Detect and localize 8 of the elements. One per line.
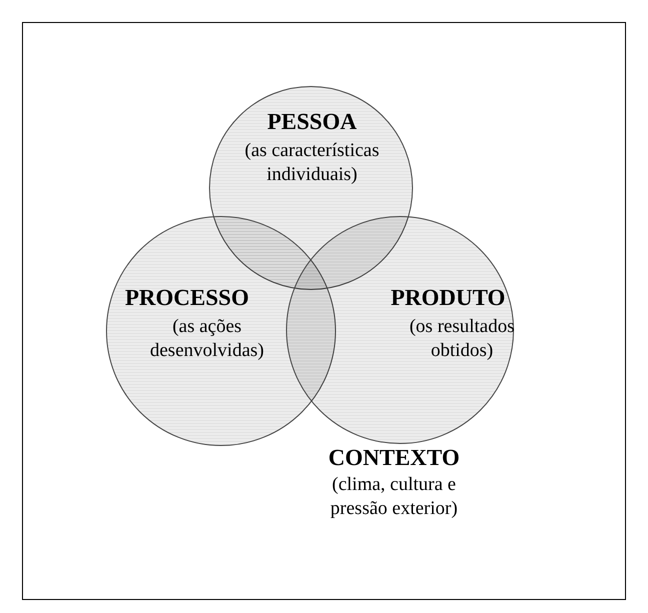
- context-description: (clima, cultura e pressão exterior): [329, 473, 459, 521]
- context-frame: [22, 22, 626, 600]
- circle-description: (as características individuais): [244, 139, 380, 187]
- circle-heading: PESSOA: [266, 109, 358, 135]
- circle-heading: PRODUTO: [390, 285, 506, 311]
- circle-heading: PROCESSO: [124, 285, 250, 311]
- context-heading: CONTEXTO: [327, 445, 461, 471]
- circle-description: (as ações desenvolvidas): [149, 315, 265, 363]
